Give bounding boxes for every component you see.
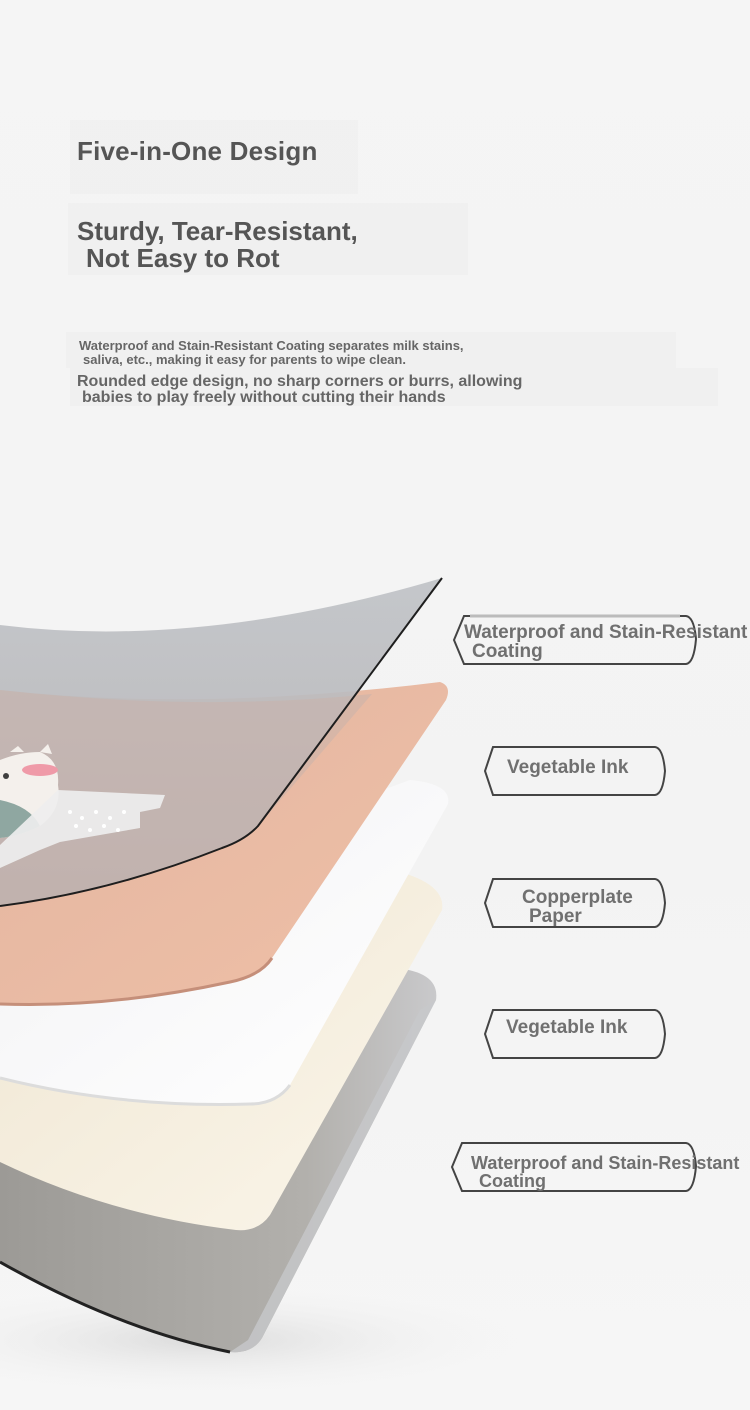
- layer-white-paper-shadow: [0, 1076, 292, 1106]
- layer-bottom-coating-edge: [0, 1260, 231, 1354]
- layer-label-5-line-1: Waterproof and Stain-Resistant: [471, 1153, 740, 1173]
- layer-top-coating-overlap: [0, 690, 372, 906]
- layer-label-5: Waterproof and Stain-Resistant Coating: [471, 1154, 739, 1190]
- subtitle-backdrop: [68, 203, 468, 275]
- subtitle-line-2: Not Easy to Rot: [86, 243, 280, 273]
- label-frame-3: [483, 878, 667, 928]
- printed-illustration: [0, 744, 165, 868]
- edge-description-line-2: babies to play freely without cutting th…: [82, 389, 446, 406]
- layer-label-3: Copperplate Paper: [522, 888, 633, 926]
- edge-description-line-1: Rounded edge design, no sharp corners or…: [77, 373, 523, 390]
- layer-peach-ink-edge: [0, 957, 274, 1007]
- description-backdrop-1: [66, 332, 676, 368]
- layer-label-1-line-2: Coating: [472, 641, 543, 662]
- layer-stack-illustration: [0, 577, 520, 1390]
- page-title: Five-in-One Design: [77, 136, 318, 166]
- layer-label-3-line-1: Copperplate: [522, 887, 633, 908]
- coating-description-line-1: Waterproof and Stain-Resistant Coating s…: [79, 338, 464, 353]
- layer-label-2: Vegetable Ink: [507, 757, 629, 778]
- layer-label-4: Vegetable Ink: [506, 1017, 628, 1038]
- layer-top-coating-edge: [0, 577, 443, 907]
- subtitle-line-1: Sturdy, Tear-Resistant,: [77, 216, 358, 246]
- label-frame-4: [483, 1009, 667, 1059]
- layer-label-3-line-2: Paper: [529, 906, 582, 927]
- title-backdrop: [70, 120, 358, 194]
- layer-label-1-line-1: Waterproof and Stain-Resistant: [464, 622, 748, 643]
- label-frame-5: [450, 1142, 698, 1192]
- edge-description: Rounded edge design, no sharp corners or…: [77, 374, 522, 406]
- coating-description: Waterproof and Stain-Resistant Coating s…: [79, 339, 464, 367]
- layer-bottom-coating-side: [230, 1000, 436, 1353]
- layer-label-1: Waterproof and Stain-Resistant Coating: [464, 623, 747, 661]
- coating-description-line-2: saliva, etc., making it easy for parents…: [83, 352, 406, 367]
- page-subtitle: Sturdy, Tear-Resistant, Not Easy to Rot: [77, 218, 358, 272]
- description-backdrop-2: [70, 368, 718, 406]
- label-frame-2: [483, 746, 667, 796]
- layer-label-5-line-2: Coating: [479, 1171, 546, 1191]
- label-frame-1: [452, 614, 698, 665]
